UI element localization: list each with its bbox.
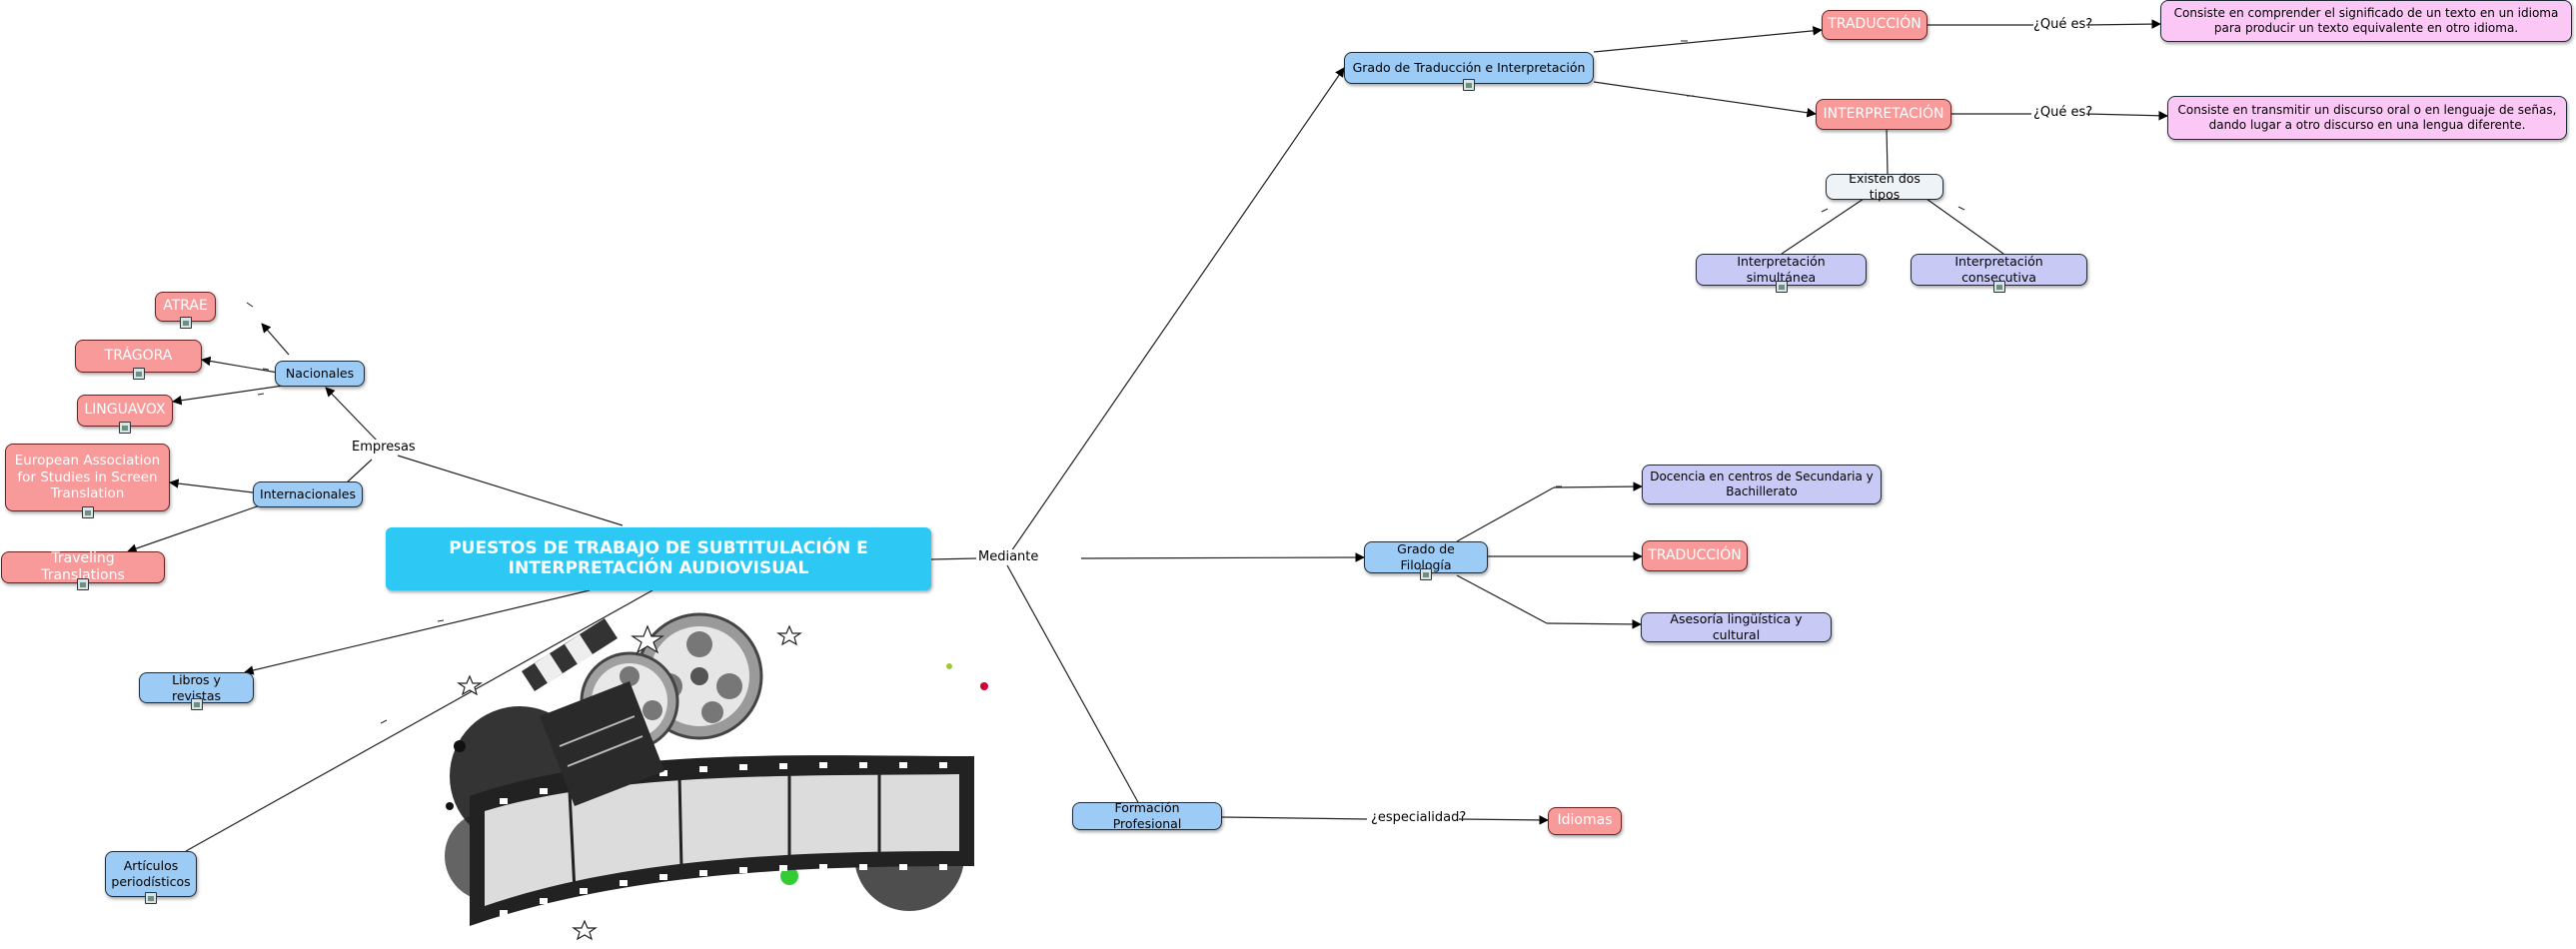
node-asesoria[interactable]: Asesoría lingüística y cultural <box>1641 611 1832 642</box>
node-nacionales-label: Nacionales <box>285 366 355 382</box>
node-def-traduccion[interactable]: Consiste en comprender el significado de… <box>2160 0 2572 42</box>
node-tragora[interactable]: TRÁGORA <box>75 340 202 380</box>
node-interpretacion-label: INTERPRETACIÓN <box>1823 105 1944 122</box>
main-topic[interactable]: PUESTOS DE TRABAJO DE SUBTITULACIÓN E IN… <box>386 527 931 590</box>
node-atrae-label: ATRAE <box>163 298 208 315</box>
node-docencia-label: Docencia en centros de Secundaria y Bach… <box>1650 470 1874 498</box>
node-traveling-translations[interactable]: Traveling Translations <box>1 549 165 590</box>
resource-icon[interactable] <box>1775 281 1788 293</box>
node-traveling-label: Traveling Translations <box>41 549 125 584</box>
node-interpretacion[interactable]: INTERPRETACIÓN <box>1816 99 1951 130</box>
resource-icon[interactable] <box>81 506 94 518</box>
node-existen-dos-tipos[interactable]: Existen dos tipos <box>1826 171 1943 202</box>
node-interp-consecutiva-label: Interpretación consecutiva <box>1954 254 2043 285</box>
node-interp-simultanea-label: Interpretación simultánea <box>1737 254 1826 285</box>
node-traduccion-mid[interactable]: TRADUCCIÓN <box>1642 540 1748 571</box>
label-que-es-1: ¿Qué es? <box>2033 17 2093 32</box>
node-libros-revistas[interactable]: Libros y revistas <box>139 671 254 710</box>
node-asesoria-label: Asesoría lingüística y cultural <box>1670 611 1803 642</box>
resource-icon[interactable] <box>145 892 157 904</box>
node-idiomas-label: Idiomas <box>1557 812 1613 829</box>
label-especialidad: ¿especialidad? <box>1371 810 1467 825</box>
node-def-interpretacion[interactable]: Consiste en transmitir un discurso oral … <box>2167 96 2567 140</box>
node-interp-consecutiva[interactable]: Interpretación consecutiva <box>1911 254 2087 293</box>
node-def-traduccion-label: Consiste en comprender el significado de… <box>2173 6 2559 35</box>
node-traduccion-mid-label: TRADUCCIÓN <box>1648 546 1742 563</box>
node-grado-filologia-label: Grado de Filología <box>1397 541 1455 572</box>
node-grado-traduccion-label: Grado de Traducción e Interpretación <box>1352 60 1586 76</box>
node-formacion-label: Formación Profesional <box>1112 800 1182 831</box>
node-libros-label: Libros y revistas <box>171 671 221 703</box>
clapperboard <box>522 618 664 806</box>
node-articulos-label: Artículos periodísticos <box>111 858 191 889</box>
resource-icon[interactable] <box>1420 568 1432 580</box>
main-topic-label: PUESTOS DE TRABAJO DE SUBTITULACIÓN E IN… <box>449 537 868 578</box>
node-atrae[interactable]: ATRAE <box>155 292 216 329</box>
node-formacion-profesional[interactable]: Formación Profesional <box>1072 800 1222 831</box>
node-internacionales[interactable]: Internacionales <box>253 481 363 507</box>
film-illustration <box>445 612 988 941</box>
node-articulos-periodisticos[interactable]: Artículos periodísticos <box>105 851 197 904</box>
label-empresas: Empresas <box>350 440 418 455</box>
film-strip <box>470 755 974 926</box>
resource-icon[interactable] <box>179 317 192 329</box>
node-def-interpretacion-label: Consiste en transmitir un discurso oral … <box>2177 103 2557 132</box>
node-linguavox-label: LINGUAVOX <box>84 402 166 419</box>
node-easst-label: European Association for Studies in Scre… <box>14 452 161 502</box>
resource-icon[interactable] <box>132 368 145 380</box>
node-grado-filologia[interactable]: Grado de Filología <box>1364 541 1488 580</box>
node-tragora-label: TRÁGORA <box>104 347 173 364</box>
node-existen-dos-tipos-label: Existen dos tipos <box>1849 171 1921 202</box>
resource-icon[interactable] <box>190 698 203 710</box>
resource-icon[interactable] <box>1992 281 2005 293</box>
label-que-es-2: ¿Qué es? <box>2033 105 2093 120</box>
node-traduccion-top-label: TRADUCCIÓN <box>1828 16 1922 33</box>
node-nacionales[interactable]: Nacionales <box>275 361 365 387</box>
stars <box>457 624 802 941</box>
resource-icon[interactable] <box>77 578 89 590</box>
node-idiomas[interactable]: Idiomas <box>1548 807 1622 835</box>
node-traduccion-top[interactable]: TRADUCCIÓN <box>1822 10 1928 40</box>
resource-icon[interactable] <box>119 422 131 434</box>
resource-icon[interactable] <box>1463 79 1475 91</box>
node-interp-simultanea[interactable]: Interpretación simultánea <box>1696 254 1867 293</box>
node-docencia[interactable]: Docencia en centros de Secundaria y Bach… <box>1642 465 1882 504</box>
node-grado-traduccion[interactable]: Grado de Traducción e Interpretación <box>1344 52 1594 91</box>
node-linguavox[interactable]: LINGUAVOX <box>77 395 173 434</box>
label-mediante: Mediante <box>976 549 1041 564</box>
node-internacionales-label: Internacionales <box>260 486 356 502</box>
node-easst[interactable]: European Association for Studies in Scre… <box>5 444 170 518</box>
